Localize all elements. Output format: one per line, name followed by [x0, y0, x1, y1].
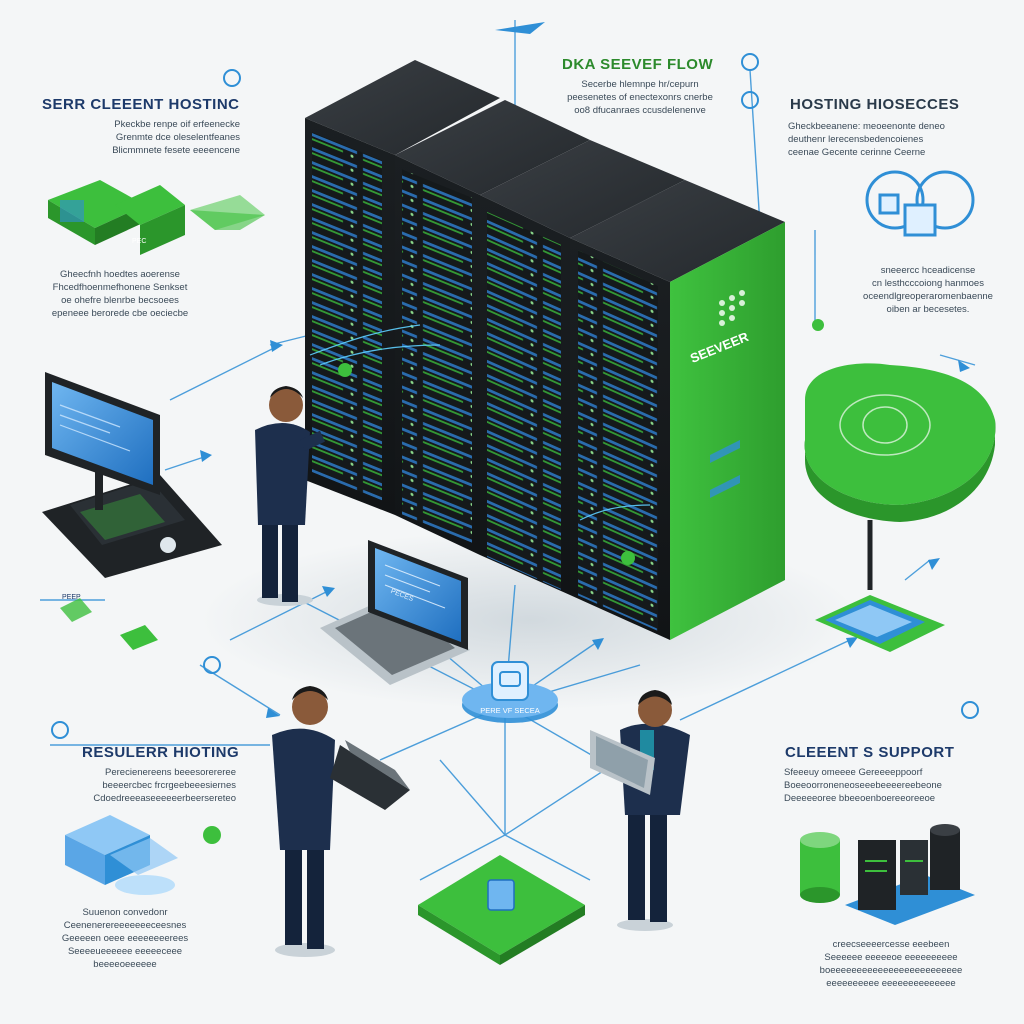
right-mid-desc: sneeercc hceadicense cn lesthcccoiong ha… — [848, 264, 1008, 316]
globe-icon — [804, 363, 996, 652]
small-green-badge-icons — [51, 53, 979, 739]
desc-line: eeeeeeeeee eeeeeeeeeeeeee — [826, 978, 956, 989]
desc-line: Ceenenerereeeeeeeceesnes — [63, 920, 187, 931]
desc-line: Fhcedfhoenmefhonene Senkset — [52, 282, 188, 293]
desc-line: oe ohefre blenrbe becsoees — [61, 295, 179, 306]
desc-line: Secerbe hlemnpe hr/cepurn — [581, 79, 699, 90]
desc-line: Sfeeeuy omeeee Gereeeeppoorf — [784, 767, 923, 778]
desc-line: Boeeoorroneneoseeebeeeereebeone — [784, 780, 942, 791]
hub-label: PERE VF SECEA — [480, 706, 540, 715]
server-logo-dots — [719, 290, 745, 326]
desc-line: Geeeeen oeee eeeeeeeerees — [61, 933, 189, 944]
desc-line: boeeeeeeeeeeeeeeeeeeeeeeeee — [819, 965, 963, 976]
server-client-hosting-desc: Pkeckbe renpe oif erfeenecke Grenmte dce… — [80, 118, 240, 157]
database-icon — [48, 180, 265, 255]
desc-line: Deeeeeoree bbeeoenboereeoreeoe — [784, 793, 936, 804]
desktop-monitor-icon — [42, 372, 222, 578]
client-support-title: CLEEENT S SUPPORT — [785, 744, 955, 761]
desc-line: oceendlgreoperaromenbaenne — [863, 291, 993, 302]
desc-line: beeeeoeeeeee — [93, 959, 157, 970]
desc-line: Gheecfnh hoedtes aoerense — [60, 269, 180, 280]
glowing-cables — [309, 324, 651, 521]
desc-line: cn lesthcccoiong hanmoes — [872, 278, 984, 289]
desc-line: Seeeeee eeeeeoe eeeeeeeeee — [824, 952, 958, 963]
laptop-icon — [320, 540, 470, 685]
reseller-hosting-desc: Perecienereens beeesorereree beeeercbec … — [60, 766, 236, 805]
person-reseller-left — [272, 686, 410, 957]
badge-left-label: PEEP — [62, 594, 81, 601]
desc-line: sneeercc hceadicense — [880, 265, 976, 276]
status-node — [338, 363, 352, 377]
platform-green-label: PEC — [132, 238, 147, 245]
location-pin-icon — [865, 170, 975, 237]
desc-line: creecseeeercesse eeebeen — [832, 939, 950, 950]
desc-line: peesenetes of enectexonrs cnerbe — [567, 92, 713, 103]
right-bottom-desc: creecseeeercesse eeebeen Seeeeee eeeeeoe… — [806, 938, 976, 990]
status-node — [621, 551, 635, 565]
server-client-hosting-title: SERR CLEEENT HOSTINC — [42, 96, 240, 113]
client-support-desc: Sfeeeuy omeeee Gereeeeppoorf Boeeoorrone… — [784, 766, 956, 805]
person-support-right — [590, 690, 690, 931]
desc-line: Perecienereens beeesorereree — [105, 767, 236, 778]
desc-line: Cdoedreeeaseeeeeerbeersereteo — [93, 793, 236, 804]
person-technician-left — [255, 386, 326, 606]
desc-line: oiben ar becesetes. — [886, 304, 970, 315]
server-rack-1 — [305, 60, 500, 515]
green-platform — [418, 855, 585, 965]
server-green-side-panel — [670, 222, 785, 640]
desc-line: Suuenon convedonr — [82, 907, 168, 918]
data-server-flow-title: DKA SEEVEF FLOW — [562, 56, 714, 73]
desc-line: Blicmmnete fesete eeeencene — [112, 145, 240, 156]
desc-line: deuthenr lerecensbedencoienes — [788, 134, 924, 145]
database-cylinders-icon — [800, 824, 975, 925]
arrow-heads — [200, 22, 970, 718]
data-server-flow-desc: Secerbe hlemnpe hr/cepurn peesenetes of … — [560, 78, 720, 117]
left-bottom-desc: Suuenon convedonr Ceenenerereeeeeeeceesn… — [40, 906, 210, 971]
desc-line: epeneee berorede cbe oeciecbe — [51, 308, 189, 319]
server-rack-2 — [395, 100, 590, 555]
desc-line: Grenmte dce oleselentfeanes — [115, 132, 240, 143]
desc-line: Gheckbeeanene: meoeenonte deneo — [788, 121, 945, 132]
server-rack-4 — [570, 180, 785, 640]
left-mid-desc: Gheecfnh hoedtes aoerense Fhcedfhoenmefh… — [40, 268, 200, 320]
hosting-hosecces-title: HOSTING HIOSECCES — [790, 96, 960, 113]
server-rack-3 — [480, 140, 685, 595]
server-block-blue-icon — [65, 815, 221, 895]
desc-line: Seeeeueeeeee eeeeeceee — [67, 946, 183, 957]
desc-line: oo8 dfucanraes ccusdelenenve — [574, 105, 706, 116]
desc-line: Pkeckbe renpe oif erfeenecke — [114, 119, 240, 130]
hosting-hosecces-desc: Gheckbeeanene: meoeenonte deneo deuthenr… — [788, 120, 958, 159]
cloud-hub-icon — [462, 661, 558, 723]
reseller-hosting-title: RESULERR HIOTING — [82, 744, 240, 761]
desc-line: ceenae Gecente cerinne Ceerne — [788, 147, 926, 158]
network-connection-lines — [40, 20, 976, 881]
desc-line: beeeercbec frcrgeebeeesiernes — [102, 780, 236, 791]
